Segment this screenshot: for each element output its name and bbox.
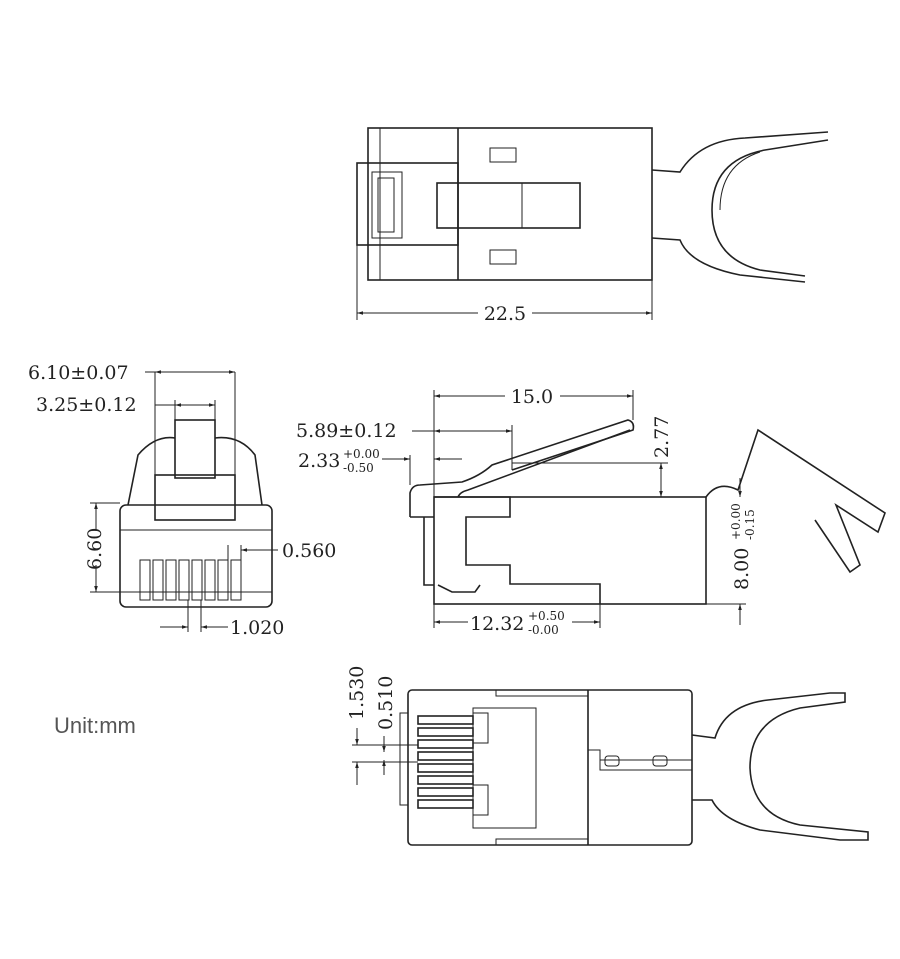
svg-text:-0.00: -0.00 (528, 623, 559, 637)
top-view: 22.5 (356, 127, 829, 325)
dim-overall-length: 22.5 (484, 303, 526, 325)
dim-body-length: 12.32 (470, 613, 524, 635)
side-view: 15.0 5.89±0.12 2.33 +0.00 -0.50 2.77 8.0… (296, 386, 886, 637)
dim-latch-offset: 5.89±0.12 (296, 420, 397, 442)
dim-latch-height: 2.77 (651, 416, 673, 458)
dim-bottom-pitch: 1.530 (346, 666, 368, 720)
front-contacts (139, 559, 242, 601)
front-view: 6.10±0.07 3.25±0.12 6.60 0.560 1.020 (28, 362, 336, 639)
dim-nose: 2.33 (298, 450, 340, 472)
svg-text:+0.50: +0.50 (528, 609, 565, 623)
dim-bottom-contact: 0.510 (375, 676, 397, 730)
svg-text:-0.15: -0.15 (743, 509, 757, 540)
dim-body-height: 8.00 (731, 548, 753, 590)
dim-latch-width: 3.25±0.12 (36, 394, 137, 416)
bottom-contacts (417, 715, 474, 809)
svg-text:-0.50: -0.50 (343, 461, 374, 475)
dim-latch-length: 15.0 (511, 386, 553, 408)
svg-text:+0.00: +0.00 (729, 503, 743, 540)
dim-contact-width: 0.560 (282, 540, 336, 562)
dim-front-height: 6.60 (84, 528, 106, 570)
dim-contact-pitch: 1.020 (230, 617, 284, 639)
svg-text:+0.00: +0.00 (343, 447, 380, 461)
bottom-view: 1.530 0.510 (346, 666, 869, 846)
dim-width-overall: 6.10±0.07 (28, 362, 129, 384)
unit-label: Unit:mm (54, 713, 136, 738)
